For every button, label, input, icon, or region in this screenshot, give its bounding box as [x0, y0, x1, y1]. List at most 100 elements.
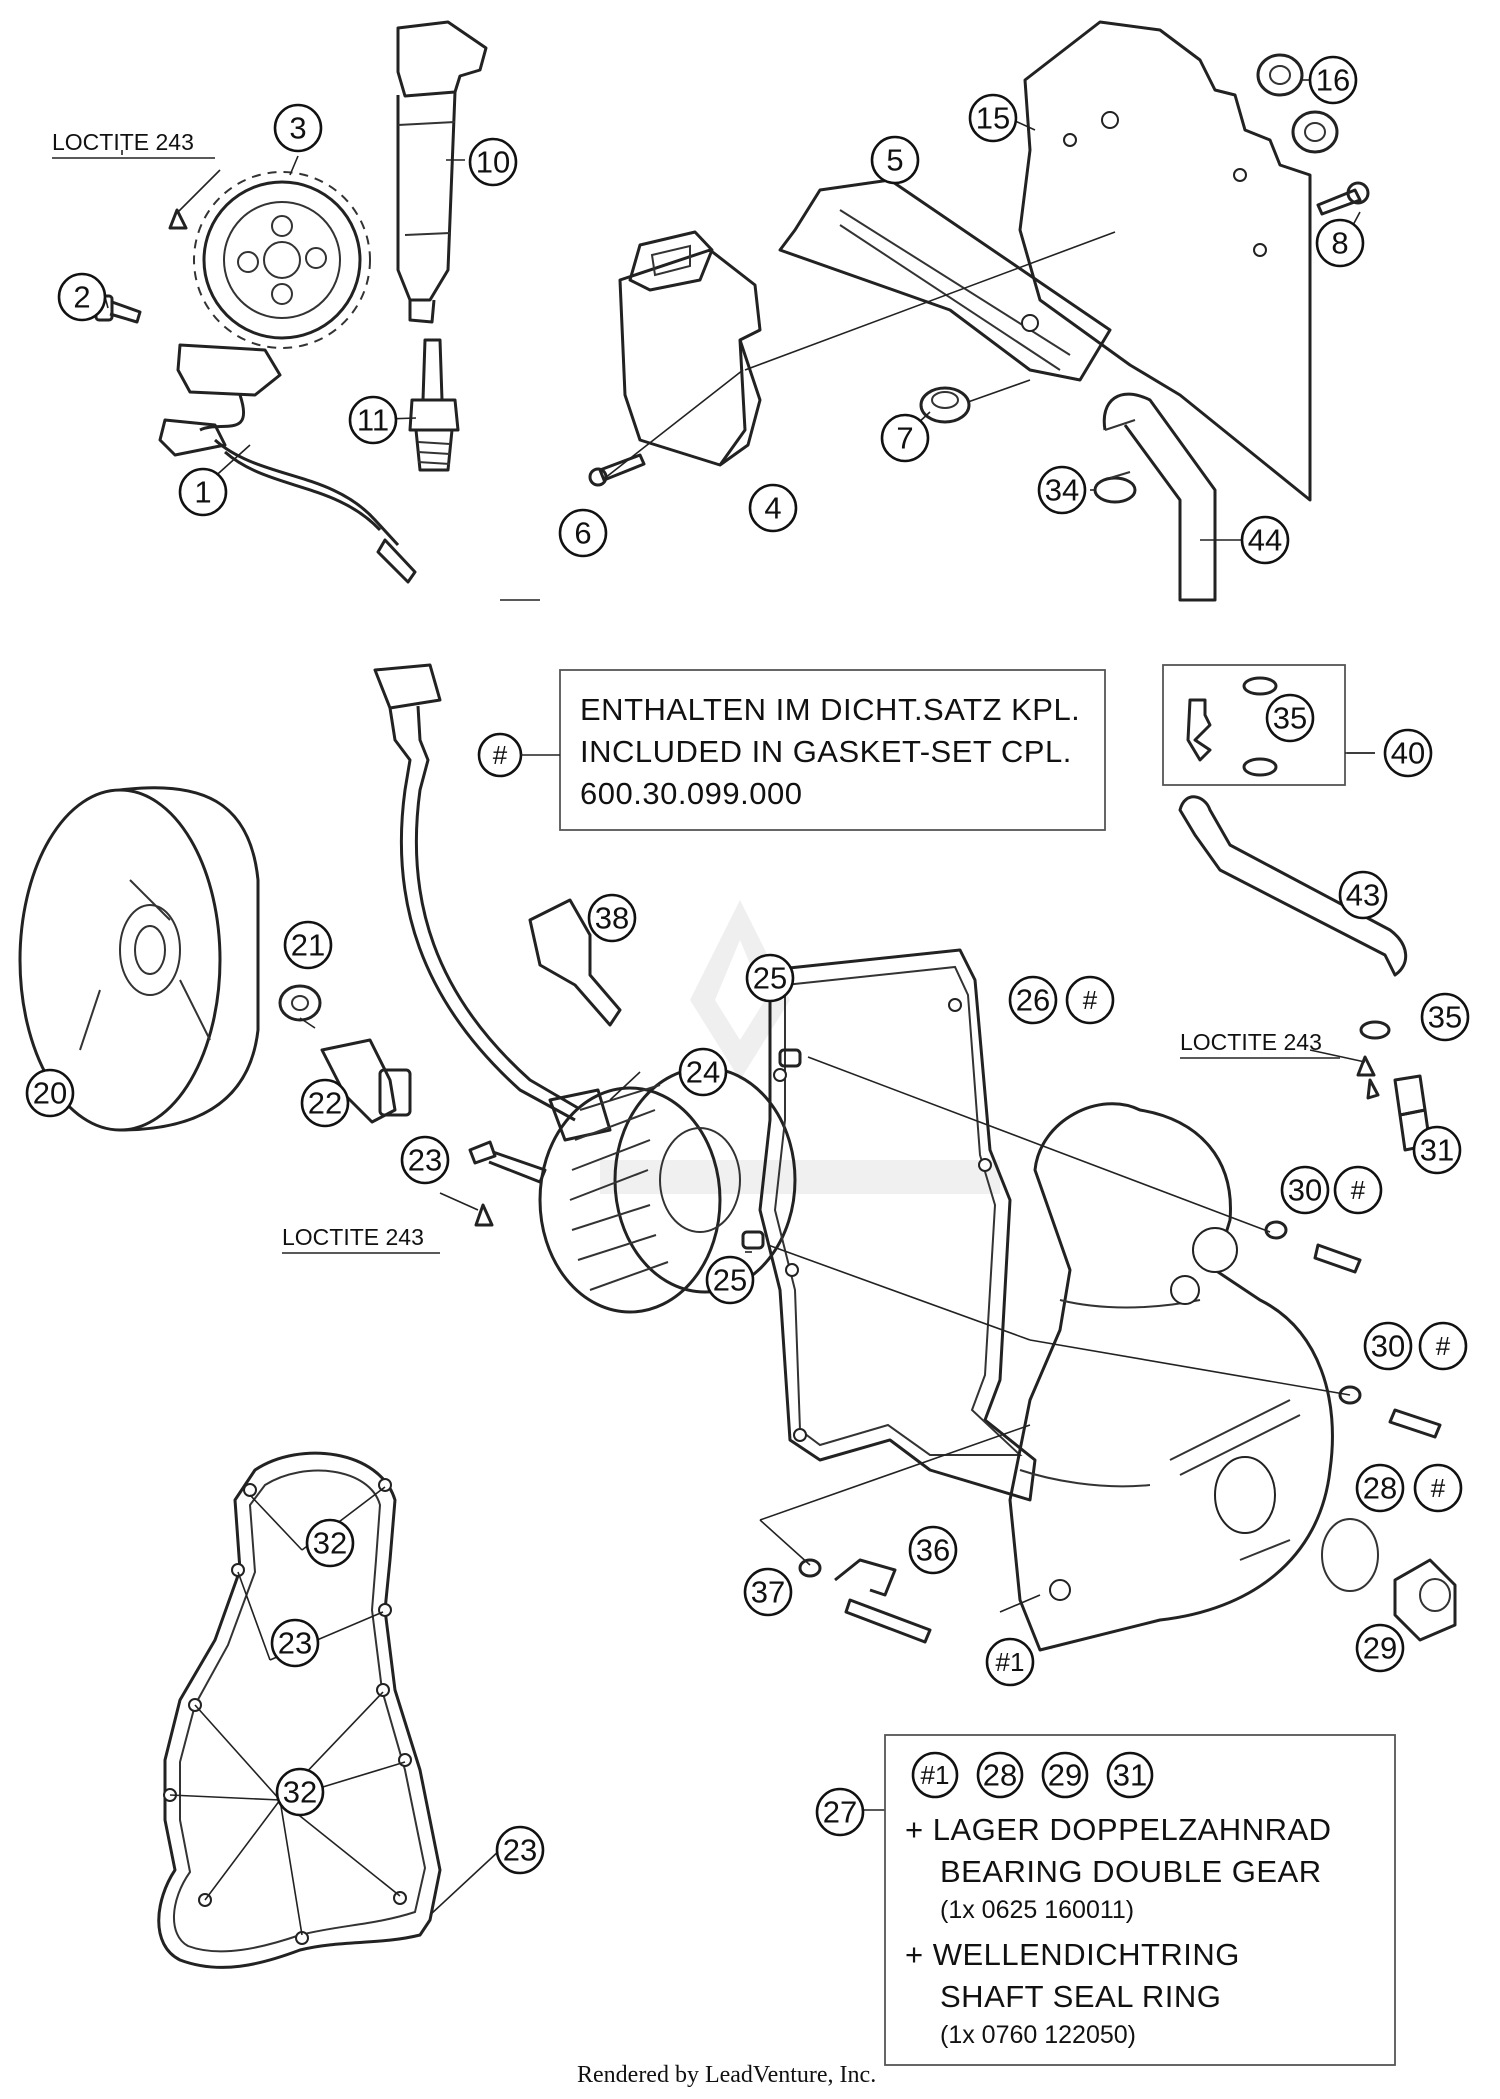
part-bracket-5	[778, 178, 1112, 382]
svg-text:34: 34	[1045, 473, 1079, 508]
callout-44-13: 44	[1240, 515, 1290, 565]
part-washer-21	[278, 984, 322, 1022]
part-washer-37	[798, 1558, 822, 1578]
svg-text:INCLUDED IN GASKET-SET CPL.: INCLUDED IN GASKET-SET CPL.	[580, 734, 1072, 769]
part-grommet-7	[919, 386, 971, 424]
part-pickup-sensor	[158, 343, 417, 584]
callout-43-16: 43	[1338, 870, 1388, 920]
svg-text:23: 23	[408, 1143, 442, 1178]
callout-hash-30: #	[1333, 1165, 1383, 1215]
part-hose-43	[1178, 795, 1408, 977]
kit-ref-28: 28	[976, 1751, 1024, 1799]
part-flywheel-20	[18, 786, 260, 1132]
svg-text:32: 32	[283, 1775, 317, 1810]
svg-text:21: 21	[291, 928, 325, 963]
svg-text:28: 28	[1363, 1471, 1397, 1506]
svg-text:43: 43	[1346, 878, 1380, 913]
svg-text:LOCTITE 243: LOCTITE 243	[52, 129, 194, 155]
callout-35-17: 35	[1420, 992, 1470, 1042]
svg-text:4: 4	[764, 491, 781, 526]
svg-text:30: 30	[1371, 1329, 1405, 1364]
part-dowel-25b	[741, 1230, 765, 1250]
callout-31-18: 31	[1412, 1125, 1462, 1175]
svg-text:#: #	[1083, 985, 1098, 1015]
svg-text:27: 27	[823, 1795, 857, 1830]
loctite-label-middle: LOCTITE 243	[282, 1224, 440, 1254]
svg-text:23: 23	[278, 1626, 312, 1661]
svg-text:24: 24	[686, 1055, 720, 1090]
svg-text:1: 1	[194, 475, 211, 510]
svg-text:25: 25	[713, 1263, 747, 1298]
part-ring-35b	[1359, 1020, 1391, 1040]
callout-22-21: 22	[300, 1078, 350, 1128]
callout-34-12: 34	[1037, 465, 1087, 515]
callout-30-31: 30	[1363, 1321, 1413, 1371]
svg-text:#: #	[493, 740, 508, 770]
svg-text:+ LAGER DOPPELZAHNRAD: + LAGER DOPPELZAHNRAD	[905, 1812, 1332, 1847]
svg-text:36: 36	[916, 1533, 950, 1568]
kit-ref-31: 31	[1106, 1751, 1154, 1799]
callout-5-6: 5	[870, 135, 920, 185]
svg-text:38: 38	[595, 901, 629, 936]
callout-1-0: 1	[178, 467, 228, 517]
callout-24-23: 24	[678, 1047, 728, 1097]
svg-text:#: #	[1351, 1175, 1366, 1205]
callout-37-37: 37	[743, 1567, 793, 1617]
gasket-set-box: # ENTHALTEN IM DICHT.SATZ KPL. INCLUDED …	[477, 669, 1106, 831]
svg-text:10: 10	[476, 145, 510, 180]
part-washer-30b	[1338, 1385, 1442, 1439]
svg-text:20: 20	[33, 1076, 67, 1111]
part-cdi-unit	[618, 230, 762, 467]
part-spark-plug	[408, 338, 460, 472]
callout-35-14: 35	[1265, 693, 1315, 743]
part-gasket-26	[758, 948, 1037, 1502]
callout-32-41: 32	[275, 1767, 325, 1817]
callout-28-33: 28	[1355, 1463, 1405, 1513]
part-hose-44	[1102, 392, 1217, 602]
part-box-40	[1162, 664, 1346, 786]
svg-text:31: 31	[1113, 1758, 1147, 1793]
part-screw-8	[1316, 181, 1370, 216]
kit-ref-1: #1	[911, 1751, 959, 1799]
callout-15-9: 15	[968, 93, 1018, 143]
svg-text:44: 44	[1248, 523, 1282, 558]
svg-text:35: 35	[1428, 1000, 1462, 1035]
svg-text:600.30.099.000: 600.30.099.000	[580, 776, 803, 811]
callout-3-2: 3	[273, 103, 323, 153]
svg-text:LOCTITE 243: LOCTITE 243	[1180, 1029, 1322, 1055]
svg-text:(1x 0625 160011): (1x 0625 160011)	[940, 1896, 1134, 1924]
part-screw-6	[588, 453, 646, 487]
part-trigger-wheel	[193, 171, 371, 349]
callout-38-22: 38	[587, 893, 637, 943]
callout-25-28: 25	[705, 1255, 755, 1305]
loctite-label-right: LOCTITE 243	[1180, 1029, 1340, 1059]
callout-21-20: 21	[283, 920, 333, 970]
part-loctite-drop-3	[474, 1203, 494, 1227]
svg-text:7: 7	[896, 421, 913, 456]
part-dowel-25a	[778, 1048, 802, 1068]
footer-credit: Rendered by LeadVenture, Inc.	[577, 2062, 876, 2088]
svg-text:SHAFT SEAL RING: SHAFT SEAL RING	[940, 1979, 1221, 2014]
callout-7-8: 7	[880, 413, 930, 463]
svg-text:32: 32	[313, 1526, 347, 1561]
callout-26-26: 26	[1008, 975, 1058, 1025]
part-ignition-coil	[396, 20, 488, 324]
callout-hash-34: #	[1413, 1463, 1463, 1513]
svg-text:+ WELLENDICHTRING: + WELLENDICHTRING	[905, 1937, 1240, 1972]
callout-23-42: 23	[495, 1825, 545, 1875]
svg-text:31: 31	[1420, 1133, 1454, 1168]
part-grommet-16	[1256, 53, 1339, 154]
svg-text:22: 22	[308, 1086, 342, 1121]
svg-text:3: 3	[289, 111, 306, 146]
svg-text:5: 5	[886, 143, 903, 178]
part-stator-cable	[373, 663, 612, 1142]
callout-40-15: 40	[1383, 728, 1433, 778]
svg-text:37: 37	[751, 1575, 785, 1610]
part-washer-30a	[1264, 1220, 1362, 1274]
svg-text:40: 40	[1391, 736, 1425, 771]
callout-hash-27: #	[1065, 975, 1115, 1025]
callout-30-29: 30	[1280, 1165, 1330, 1215]
callout-11-4: 11	[348, 395, 398, 445]
callout-25-25: 25	[745, 953, 795, 1003]
kit-ref-29: 29	[1041, 1751, 1089, 1799]
